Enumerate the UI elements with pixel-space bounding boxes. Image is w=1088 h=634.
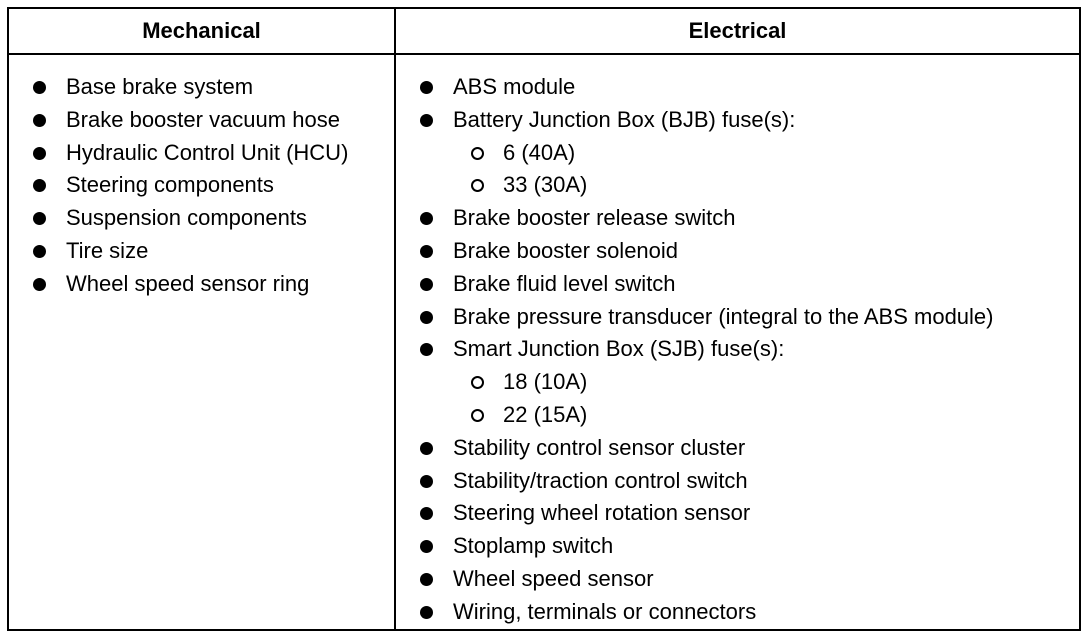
mechanical-item-label: Suspension components [66, 205, 307, 231]
filled-circle-bullet-icon [420, 572, 433, 586]
mechanical-item: Tire size [9, 235, 394, 268]
filled-circle-bullet-icon [420, 343, 433, 357]
hollow-circle-bullet-icon [471, 408, 484, 422]
electrical-item-label: ABS module [453, 74, 576, 99]
electrical-item: 18 (10A) [396, 366, 1079, 399]
electrical-header: Electrical [394, 7, 1081, 55]
electrical-item-label: Brake pressure transducer (integral to t… [453, 303, 994, 329]
filled-circle-bullet-icon [420, 507, 433, 521]
filled-circle-bullet-icon [33, 146, 46, 160]
electrical-item: Battery Junction Box (BJB) fuse(s): [396, 104, 1079, 137]
filled-circle-bullet-icon [420, 441, 433, 455]
electrical-item: Stoplamp switch [396, 530, 1079, 563]
header-row: Mechanical Electrical [7, 7, 1081, 55]
hollow-circle-bullet-icon [471, 179, 484, 193]
electrical-item-label: 6 (40A) [503, 139, 576, 165]
mechanical-item: Brake booster vacuum hose [9, 104, 394, 137]
filled-circle-bullet-icon [420, 540, 433, 554]
electrical-item: Brake fluid level switch [396, 268, 1079, 301]
mechanical-item-label: Steering components [66, 172, 274, 198]
electrical-item-label: 33 (30A) [503, 172, 588, 198]
mechanical-item-label: Wheel speed sensor ring [66, 270, 310, 296]
electrical-item: 33 (30A) [396, 169, 1079, 202]
electrical-item-label: Steering wheel rotation sensor [453, 500, 751, 526]
mechanical-item-label: Hydraulic Control Unit (HCU) [66, 139, 349, 165]
electrical-item-label: Battery Junction Box (BJB) fuse(s): [453, 106, 796, 132]
electrical-item: 22 (15A) [396, 399, 1079, 432]
electrical-item-label: Stoplamp switch [453, 533, 614, 559]
electrical-item-label: Brake fluid level switch [453, 270, 676, 296]
electrical-item-label: 22 (15A) [503, 401, 588, 427]
filled-circle-bullet-icon [420, 244, 433, 258]
mechanical-item: Wheel speed sensor ring [9, 268, 394, 301]
electrical-item: Stability control sensor cluster [396, 432, 1079, 465]
filled-circle-bullet-icon [420, 605, 433, 619]
electrical-item: Brake pressure transducer (integral to t… [396, 301, 1079, 334]
mechanical-item: Hydraulic Control Unit (HCU) [9, 137, 394, 170]
electrical-item-label: Brake booster solenoid [453, 237, 679, 263]
electrical-item-label: Brake booster release switch [453, 205, 736, 231]
filled-circle-bullet-icon [420, 474, 433, 488]
filled-circle-bullet-icon [420, 81, 433, 94]
mechanical-item: Base brake system [9, 71, 394, 104]
electrical-item: Smart Junction Box (SJB) fuse(s): [396, 333, 1079, 366]
electrical-item: Stability/traction control switch [396, 465, 1079, 498]
electrical-item-label: Wiring, terminals or connectors [453, 598, 757, 624]
electrical-item-label: Stability control sensor cluster [453, 434, 746, 460]
electrical-item-label: Wheel speed sensor [453, 565, 654, 591]
electrical-item: Wiring, terminals or connectors [396, 596, 1079, 629]
electrical-item: Wheel speed sensor [396, 563, 1079, 596]
mechanical-item: Steering components [9, 169, 394, 202]
hollow-circle-bullet-icon [471, 146, 484, 160]
filled-circle-bullet-icon [420, 113, 433, 127]
electrical-item-label: 18 (10A) [503, 369, 588, 395]
filled-circle-bullet-icon [33, 244, 46, 258]
filled-circle-bullet-icon [33, 113, 46, 127]
mechanical-item-label: Tire size [66, 237, 149, 263]
filled-circle-bullet-icon [420, 277, 433, 291]
electrical-item-label: Stability/traction control switch [453, 467, 748, 493]
mechanical-item-label: Base brake system [66, 74, 254, 99]
filled-circle-bullet-icon [33, 179, 46, 193]
electrical-item: 6 (40A) [396, 137, 1079, 170]
filled-circle-bullet-icon [33, 212, 46, 226]
mechanical-item-label: Brake booster vacuum hose [66, 106, 340, 132]
electrical-item-label: Smart Junction Box (SJB) fuse(s): [453, 336, 785, 362]
filled-circle-bullet-icon [33, 81, 46, 94]
electrical-item: Brake booster release switch [396, 202, 1079, 235]
filled-circle-bullet-icon [420, 212, 433, 226]
hollow-circle-bullet-icon [471, 376, 484, 390]
mechanical-header: Mechanical [7, 7, 396, 55]
electrical-item: ABS module [396, 71, 1079, 104]
filled-circle-bullet-icon [33, 277, 46, 291]
filled-circle-bullet-icon [420, 310, 433, 324]
mechanical-item: Suspension components [9, 202, 394, 235]
electrical-item: Brake booster solenoid [396, 235, 1079, 268]
electrical-item: Steering wheel rotation sensor [396, 497, 1079, 530]
